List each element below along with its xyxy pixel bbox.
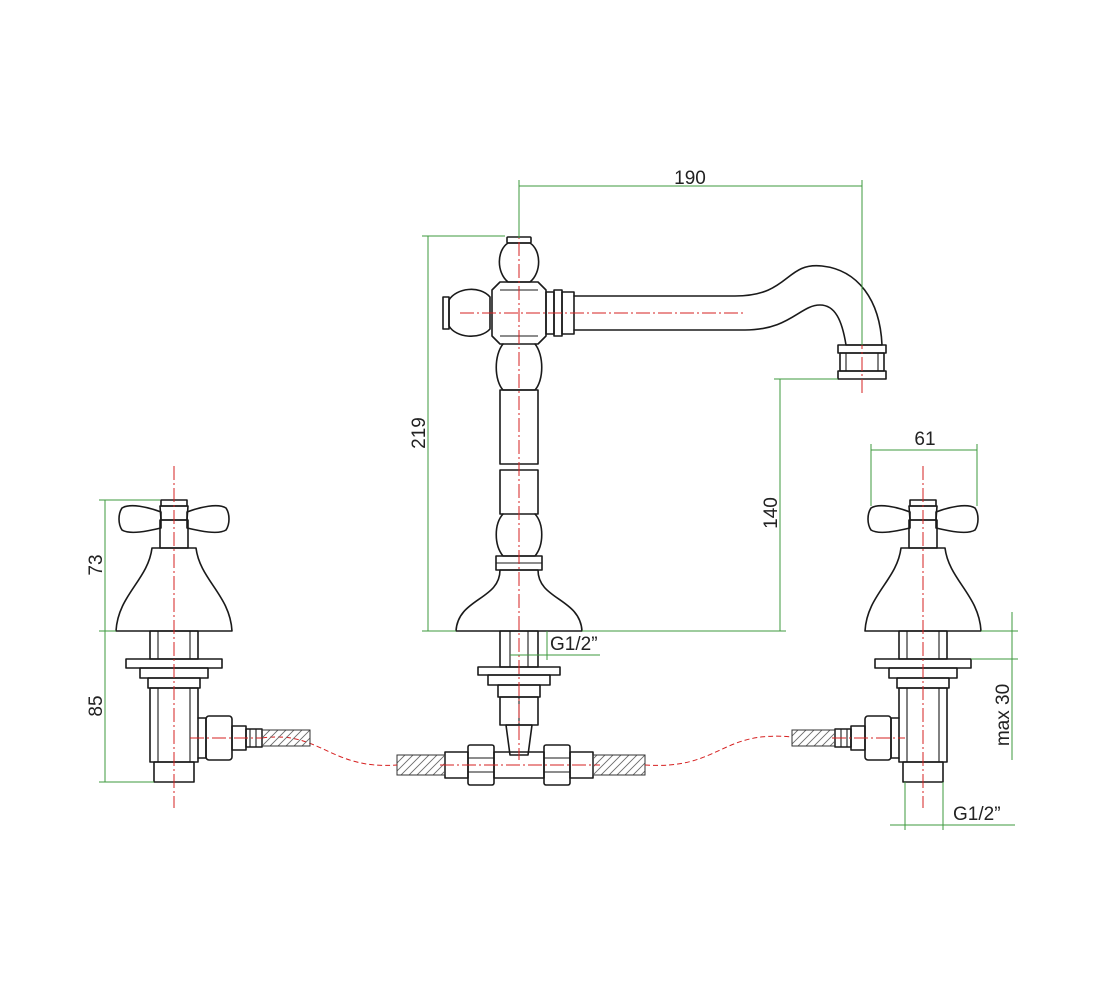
right-valve: [791, 499, 982, 783]
right-valve-body: [898, 687, 948, 763]
left-valve-bell: [115, 547, 233, 632]
swan-neck-spout: [573, 264, 883, 346]
lever-knob-cap: [442, 296, 450, 330]
dim-thread-center: G1/2”: [550, 634, 598, 655]
centerlines: [173, 198, 924, 808]
right-handle-arm-left: [867, 504, 911, 534]
braided-hose-center-left: [396, 754, 446, 776]
center-spout: [442, 236, 887, 756]
left-handle-arm-left: [118, 504, 162, 534]
braided-hose-center-right: [592, 754, 646, 776]
dim-max-deck-thickness: max 30: [993, 684, 1014, 746]
spout-hub: [491, 281, 547, 345]
dim-handle-width: 61: [914, 429, 935, 450]
hose-path-right: [644, 735, 793, 766]
dim-spout-reach: 190: [674, 168, 706, 189]
dim-handle-height: 73: [86, 554, 107, 575]
dimension-lines: [99, 180, 1018, 830]
spout-tail: [505, 724, 533, 756]
t-connector: [396, 744, 646, 786]
left-valve-body: [149, 687, 199, 763]
dim-thread-right: G1/2”: [953, 804, 1001, 825]
left-braided-hose: [261, 729, 311, 747]
dim-spout-height-total: 219: [409, 417, 430, 449]
left-handle-arm-right: [186, 504, 230, 534]
dim-valve-length: 85: [86, 695, 107, 716]
dim-spout-outlet-height: 140: [761, 497, 782, 529]
left-valve: [115, 499, 311, 783]
right-handle-arm-right: [935, 504, 979, 534]
right-braided-hose: [791, 729, 836, 747]
